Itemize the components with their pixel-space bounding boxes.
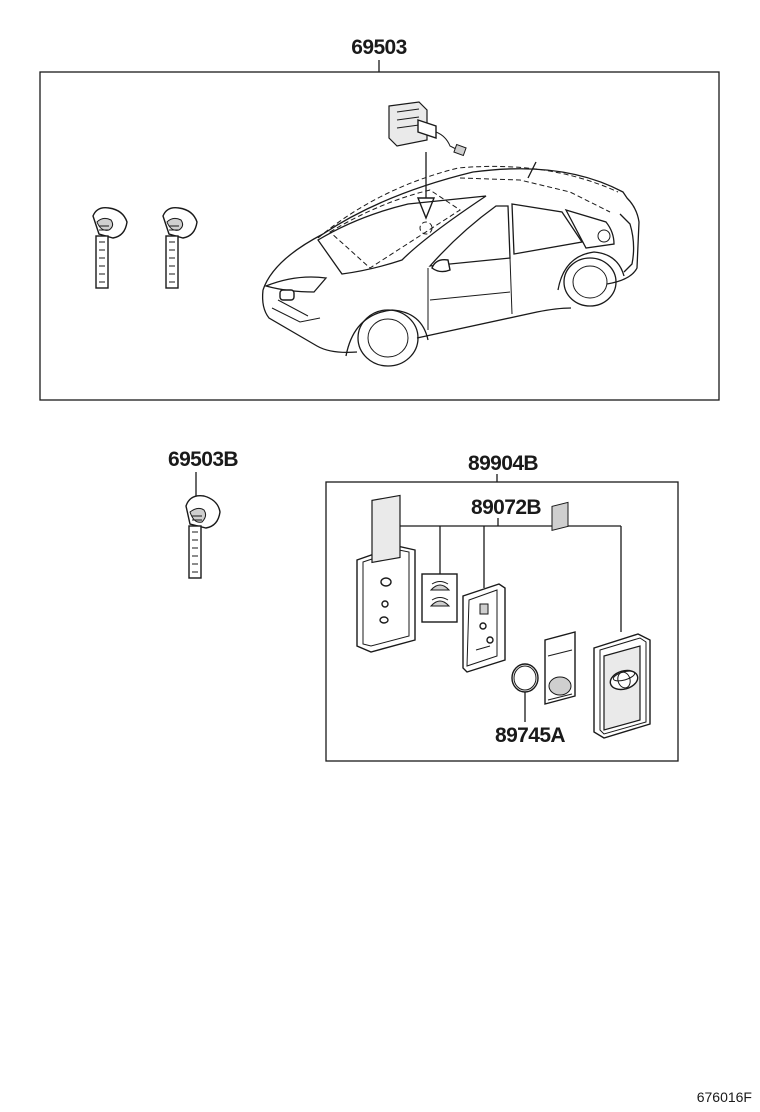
- brand-logo-icon: [609, 669, 639, 691]
- label-89745a[interactable]: 89745A: [495, 724, 566, 747]
- lock-module[interactable]: [388, 101, 467, 157]
- label-89072b[interactable]: 89072B: [471, 496, 542, 519]
- key-left-1[interactable]: [92, 206, 128, 289]
- label-69503b[interactable]: 69503B: [168, 448, 239, 471]
- group-69503: 69503: [39, 36, 720, 401]
- group-69503b: 69503B: [168, 448, 239, 579]
- car-illustration: [261, 161, 640, 367]
- coin-battery[interactable]: [511, 663, 539, 693]
- key-blank[interactable]: [185, 495, 221, 579]
- frame-69503: [39, 71, 720, 401]
- circuit-board[interactable]: [544, 501, 576, 705]
- group-89904b: 89904B 89072B: [325, 452, 679, 762]
- drawing-code: 676016F: [697, 1089, 752, 1105]
- front-cover[interactable]: [593, 633, 651, 739]
- rear-case[interactable]: [356, 494, 416, 653]
- key-left-2[interactable]: [162, 206, 198, 289]
- button-pads[interactable]: [421, 573, 458, 623]
- label-69503[interactable]: 69503: [351, 36, 407, 59]
- label-89904b[interactable]: 89904B: [468, 452, 539, 475]
- frame-89904b: [325, 481, 679, 762]
- inner-frame[interactable]: [462, 583, 506, 673]
